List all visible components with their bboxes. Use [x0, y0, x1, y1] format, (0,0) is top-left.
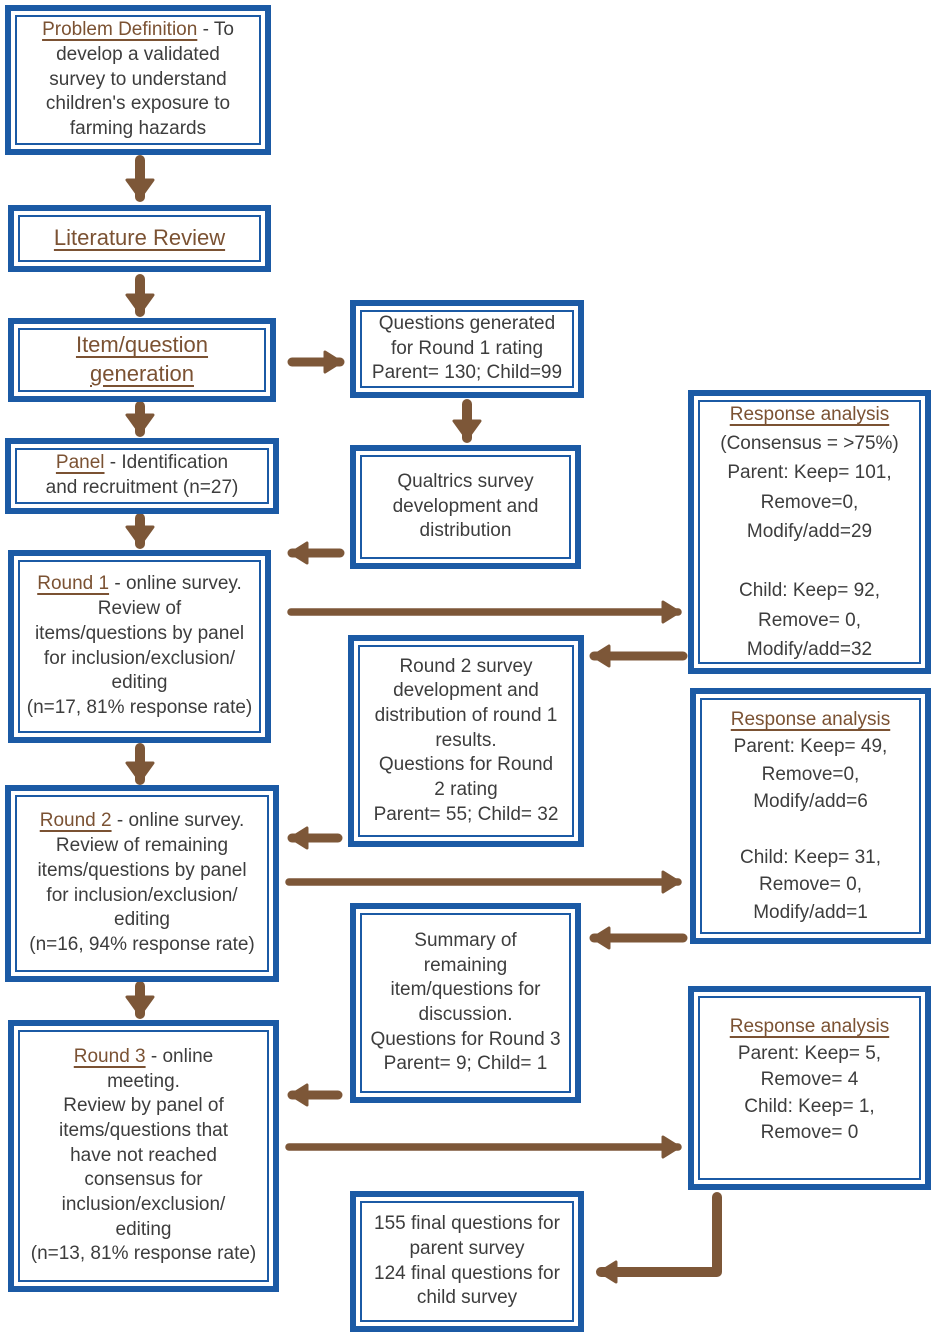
literature-review-box: Literature Review	[8, 205, 271, 272]
problem-definition-heading: Problem Definition	[42, 19, 198, 41]
round-1-heading: Round 1	[37, 573, 110, 595]
round-3-text: Round 3 - online meeting. Review by pane…	[31, 1045, 257, 1267]
problem-definition-body: - To develop a validated survey to under…	[45, 19, 234, 140]
literature-review-heading: Literature Review	[53, 225, 226, 251]
problem-definition-text: Problem Definition - To develop a valida…	[42, 18, 234, 141]
response-analysis-3-text: Response analysis Parent: Keep= 5, Remov…	[730, 1014, 889, 1147]
summary-text: Summary of remaining item/questions for …	[370, 929, 561, 1075]
item-question-generation-content: Item/question generation	[18, 328, 266, 392]
round-1-body: - online survey. Review of items/questio…	[26, 573, 253, 718]
round-1-text: Round 1 - online survey. Review of items…	[27, 572, 253, 720]
item-question-generation-box: Item/question generation	[8, 318, 276, 402]
qualtrics-text: Qualtrics survey development and distrib…	[392, 470, 539, 542]
qualtrics-box: Qualtrics survey development and distrib…	[350, 445, 581, 569]
response-analysis-1-body: (Consensus = >75%) Parent: Keep= 101, Re…	[720, 432, 899, 661]
response-analysis-2-box: Response analysis Parent: Keep= 49, Remo…	[690, 688, 931, 944]
round-1-content: Round 1 - online survey. Review of items…	[18, 560, 261, 733]
response-analysis-2-text: Response analysis Parent: Keep= 49, Remo…	[731, 706, 890, 926]
round-3-box: Round 3 - online meeting. Review by pane…	[8, 1020, 279, 1292]
round-2-content: Round 2 - online survey. Review of remai…	[15, 795, 269, 972]
response-analysis-1-text: Response analysis (Consensus = >75%) Par…	[720, 400, 899, 665]
panel-text: Panel - Identification and recruitment (…	[46, 451, 239, 500]
response-analysis-2-content: Response analysis Parent: Keep= 49, Remo…	[700, 698, 921, 934]
round-2-survey-content: Round 2 survey development and distribut…	[358, 645, 574, 837]
round-2-text: Round 2 - online survey. Review of remai…	[29, 809, 255, 957]
final-questions-content: 155 final questions for parent survey 12…	[360, 1201, 574, 1322]
response-analysis-2-heading: Response analysis	[730, 708, 891, 730]
panel-body: - Identification and recruitment (n=27)	[45, 452, 239, 498]
response-analysis-3-box: Response analysis Parent: Keep= 5, Remov…	[688, 986, 931, 1190]
round-2-body: - online survey. Review of remaining ite…	[29, 810, 255, 955]
summary-content: Summary of remaining item/questions for …	[360, 913, 571, 1093]
round-2-survey-text: Round 2 survey development and distribut…	[373, 655, 559, 825]
summary-box: Summary of remaining item/questions for …	[350, 903, 581, 1103]
questions-generated-text: Questions generated for Round 1 rating P…	[371, 312, 563, 384]
response-analysis-3-heading: Response analysis	[729, 1016, 890, 1037]
round-3-content: Round 3 - online meeting. Review by pane…	[18, 1030, 269, 1282]
final-questions-box: 155 final questions for parent survey 12…	[350, 1191, 584, 1332]
item-question-generation-text: Item/question generation	[76, 331, 208, 388]
final-questions-text: 155 final questions for parent survey 12…	[374, 1213, 560, 1309]
arrow-ra3-to-final	[596, 1192, 722, 1284]
round-3-body: - online meeting. Review by panel of ite…	[30, 1045, 257, 1265]
response-analysis-1-box: Response analysis (Consensus = >75%) Par…	[688, 390, 931, 674]
literature-review-content: Literature Review	[18, 215, 261, 262]
response-analysis-1-heading: Response analysis	[729, 403, 890, 425]
questions-generated-content: Questions generated for Round 1 rating P…	[360, 310, 574, 388]
round-2-heading: Round 2	[39, 810, 112, 832]
response-analysis-3-content: Response analysis Parent: Keep= 5, Remov…	[698, 996, 921, 1180]
panel-content: Panel - Identification and recruitment (…	[15, 448, 269, 504]
questions-generated-box: Questions generated for Round 1 rating P…	[350, 300, 584, 398]
round-1-box: Round 1 - online survey. Review of items…	[8, 550, 271, 743]
qualtrics-content: Qualtrics survey development and distrib…	[360, 455, 571, 559]
round-2-survey-box: Round 2 survey development and distribut…	[348, 635, 584, 847]
literature-review-text: Literature Review	[54, 224, 225, 253]
response-analysis-1-content: Response analysis (Consensus = >75%) Par…	[698, 400, 921, 664]
item-question-generation-heading: Item/question generation	[75, 332, 209, 386]
problem-definition-box: Problem Definition - To develop a valida…	[5, 5, 271, 155]
response-analysis-2-body: Parent: Keep= 49, Remove=0, Modify/add=6…	[733, 736, 888, 923]
round-3-heading: Round 3	[73, 1045, 146, 1067]
response-analysis-3-body: Parent: Keep= 5, Remove= 4 Child: Keep= …	[737, 1042, 882, 1144]
panel-heading: Panel	[55, 452, 105, 474]
panel-box: Panel - Identification and recruitment (…	[5, 438, 279, 514]
round-2-box: Round 2 - online survey. Review of remai…	[5, 785, 279, 982]
problem-definition-content: Problem Definition - To develop a valida…	[15, 15, 261, 145]
